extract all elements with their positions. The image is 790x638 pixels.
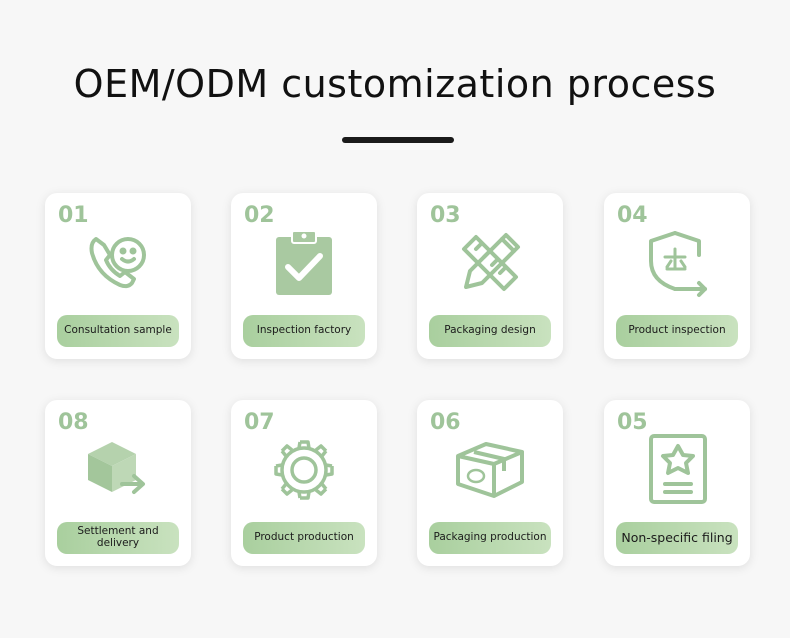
step-number: 05 (617, 410, 648, 435)
step-number: 03 (430, 203, 461, 228)
step-card-inspection-factory: 02 Inspection factory (231, 193, 377, 359)
step-label: Product production (243, 522, 365, 554)
step-card-product-inspection: 04 Product inspection (604, 193, 750, 359)
step-label: Non-specific filing (616, 522, 738, 554)
step-card-consultation-sample: 01 Consultation sample (45, 193, 191, 359)
step-card-packaging-production: 06 Packaging production (417, 400, 563, 566)
step-card-packaging-design: 03 Packaging design (417, 193, 563, 359)
step-number: 08 (58, 410, 89, 435)
step-number: 06 (430, 410, 461, 435)
step-label: Consultation sample (57, 315, 179, 347)
step-card-settlement-and-delivery: 08 Settlement and delivery (45, 400, 191, 566)
page-title: OEM/ODM customization process (73, 62, 717, 106)
clipboard-check-icon (268, 227, 340, 299)
phone-smile-icon (82, 227, 154, 299)
shield-inspection-icon (641, 227, 713, 299)
step-label: Packaging design (429, 315, 551, 347)
step-label: Product inspection (616, 315, 738, 347)
title-underline (342, 137, 454, 143)
step-label: Inspection factory (243, 315, 365, 347)
package-box-icon (454, 434, 526, 506)
step-card-product-production: 07 Product production (231, 400, 377, 566)
step-number: 04 (617, 203, 648, 228)
step-number: 02 (244, 203, 275, 228)
box-arrow-icon (82, 434, 154, 506)
step-card-non-specific-filing: 05 Non-specific filing (604, 400, 750, 566)
step-number: 07 (244, 410, 275, 435)
pencil-ruler-icon (454, 227, 526, 299)
gear-icon (268, 434, 340, 506)
step-number: 01 (58, 203, 89, 228)
step-label: Packaging production (429, 522, 551, 554)
step-label: Settlement and delivery (57, 522, 179, 554)
certificate-star-icon (641, 434, 713, 506)
